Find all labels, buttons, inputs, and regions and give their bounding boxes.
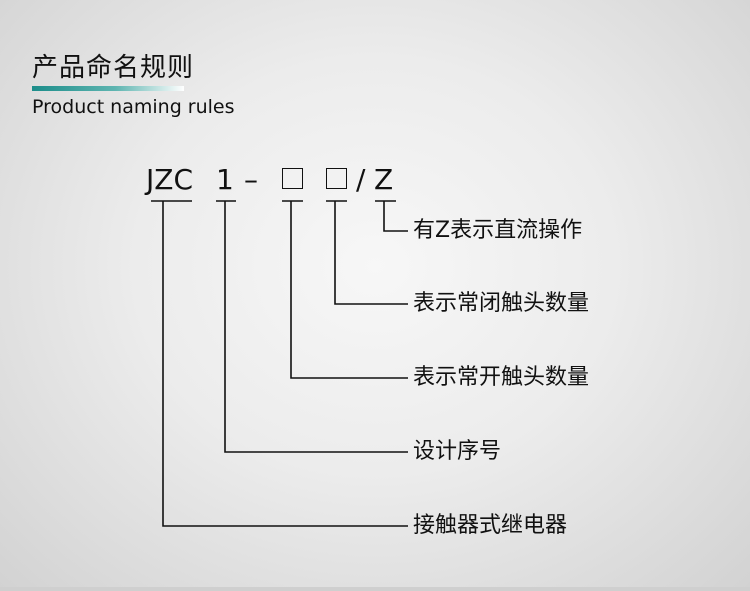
label-no-contacts: 表示常开触头数量 [413, 365, 590, 390]
leader-no [290, 201, 408, 379]
leader-series [224, 201, 408, 453]
code-box-no [282, 168, 303, 189]
leader-prefix [162, 201, 408, 527]
code-dash: – [244, 163, 258, 196]
code-box-nc [326, 168, 347, 189]
bottom-band [0, 587, 750, 591]
leader-suffix [383, 201, 408, 232]
label-relay-type: 接触器式继电器 [413, 513, 568, 538]
label-suffix-z: 有Z表示直流操作 [413, 218, 583, 243]
leader-nc [334, 201, 408, 305]
code-prefix: JZC [146, 163, 193, 196]
label-design-no: 设计序号 [413, 439, 502, 464]
title-en: Product naming rules [32, 96, 235, 118]
code-series: 1 [216, 163, 234, 196]
title-cn: 产品命名规则 [32, 53, 195, 83]
code-slash: / [356, 163, 366, 196]
label-nc-contacts: 表示常闭触头数量 [413, 291, 590, 316]
title-accent-bar [32, 86, 184, 91]
code-suffix: Z [374, 163, 394, 196]
